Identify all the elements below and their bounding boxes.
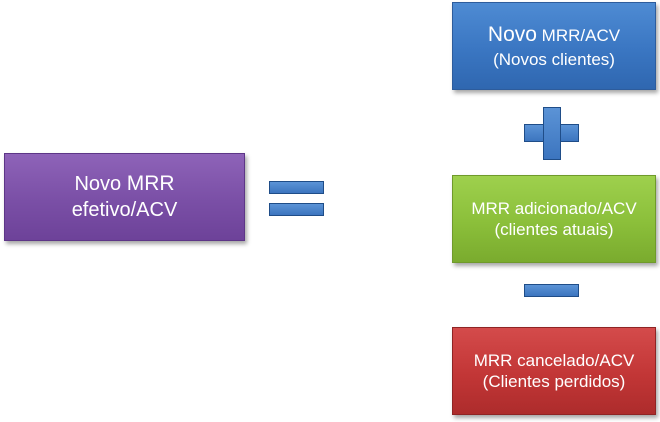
result-line1: Novo MRR xyxy=(74,171,174,197)
equals-sign-bottom-bar xyxy=(269,203,324,216)
term-new-line1: Novo MRR/ACV xyxy=(488,22,620,48)
term-new-rest: MRR/ACV xyxy=(536,26,621,46)
term-box-cancelled-mrr: MRR cancelado/ACV (Clientes perdidos) xyxy=(452,327,656,415)
result-rest: MRR xyxy=(126,172,175,196)
equals-sign-top-bar xyxy=(269,181,324,194)
term-new-line2: (Novos clientes) xyxy=(493,49,615,69)
minus-sign xyxy=(524,284,579,297)
term-cancelled-line1: MRR cancelado/ACV xyxy=(473,350,635,370)
term-box-new-mrr: Novo MRR/ACV (Novos clientes) xyxy=(452,2,656,90)
result-box-effective-mrr: Novo MRR efetivo/ACV xyxy=(4,153,245,241)
term-box-added-mrr: MRR adicionado/ACV (clientes atuais) xyxy=(452,175,656,263)
term-cancelled-line2: (Clientes perdidos) xyxy=(482,372,626,391)
term-added-line1: MRR adicionado/ACV xyxy=(471,198,637,218)
term-added-line2: (clientes atuais) xyxy=(494,220,614,239)
plus-sign-vertical xyxy=(543,107,561,160)
result-word: Novo xyxy=(74,173,122,196)
result-line2: efetivo/ACV xyxy=(71,198,178,221)
term-new-word: Novo xyxy=(487,23,537,47)
